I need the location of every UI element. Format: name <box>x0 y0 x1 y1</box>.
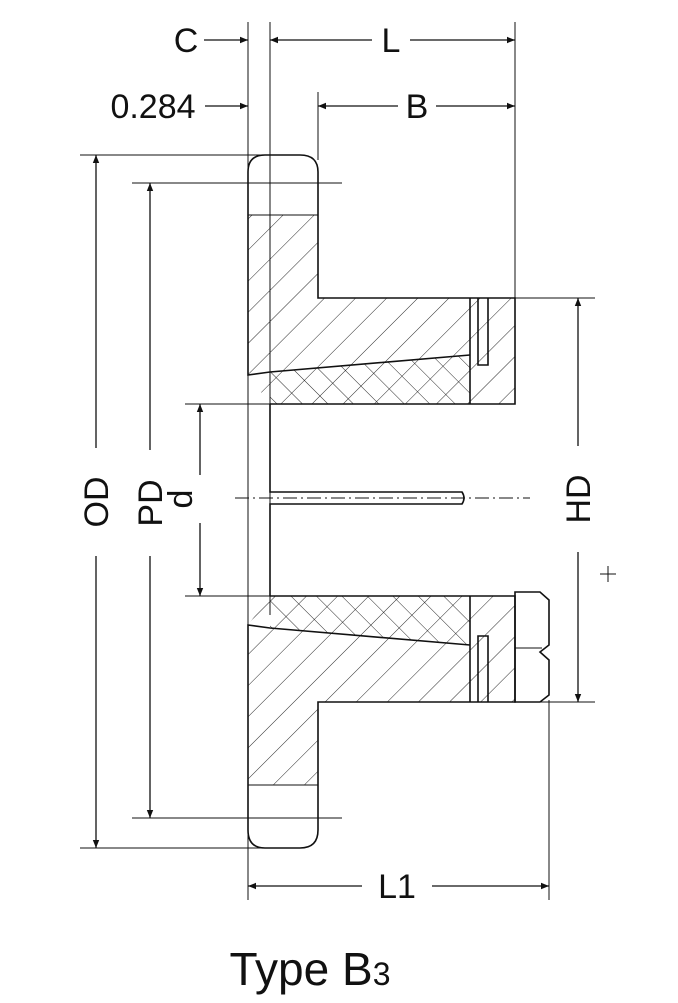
b-label: B <box>406 88 429 126</box>
extension-lines <box>80 22 595 900</box>
center-lines <box>235 182 616 819</box>
d-label: d <box>162 490 200 509</box>
od-label: OD <box>78 477 116 528</box>
figure-caption: Type B3 <box>230 943 391 995</box>
top-section <box>248 215 515 404</box>
pd-label: PD <box>132 479 170 526</box>
l1-label: L1 <box>378 868 416 906</box>
sprocket-outline <box>247 154 550 849</box>
caption-main: Type B <box>230 943 373 995</box>
caption-subscript: 3 <box>373 956 391 992</box>
offset-label: 0.284 <box>110 88 195 126</box>
bottom-section <box>248 596 515 785</box>
dimension-lines <box>92 36 582 890</box>
c-label: C <box>174 22 199 60</box>
l-label: L <box>382 22 401 60</box>
hd-label: HD <box>560 474 598 523</box>
